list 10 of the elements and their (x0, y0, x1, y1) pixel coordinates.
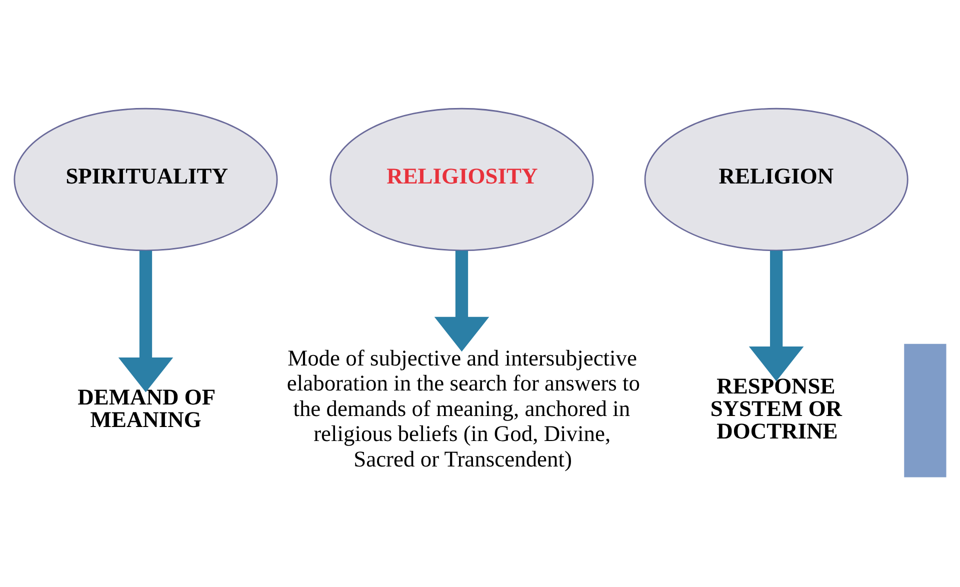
node-ellipse: RELIGION (644, 107, 908, 251)
node-bar (904, 343, 946, 477)
node-text: RESPONSE SYSTEM OR DOCTRINE (710, 372, 842, 443)
arrow (118, 250, 174, 392)
node-text: Mode of subjective and intersubjective elaboration in the search for answers to the demands of meaning, anchored in religious beliefs (in God, Divine, Sacred or Transcendent) (286, 344, 640, 471)
node-ellipse: RELIGIOSITY (330, 107, 594, 251)
arrow (748, 250, 804, 381)
arrow (434, 250, 490, 352)
node-ellipse: SPIRITUALITY (14, 107, 278, 251)
node-text: DEMAND OF MEANING (78, 384, 216, 432)
